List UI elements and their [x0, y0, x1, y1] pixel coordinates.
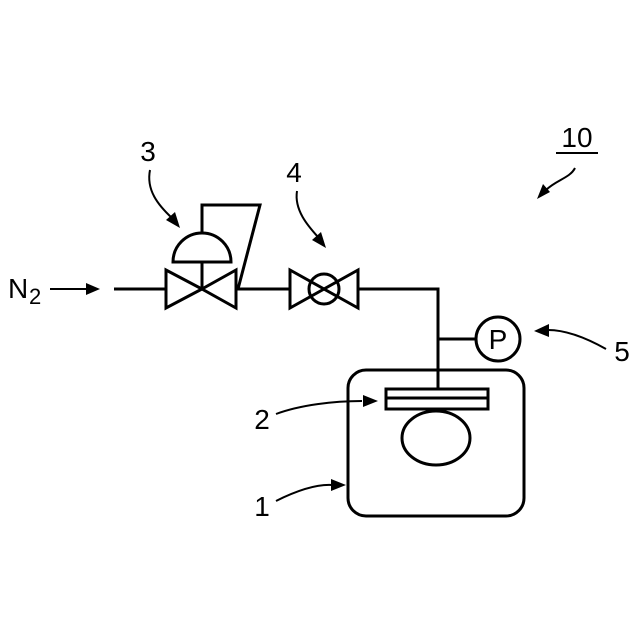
gas-label: N — [8, 273, 28, 304]
gauge-leader — [548, 330, 606, 349]
chamber-arrowhead — [331, 479, 346, 491]
gauge-number: 5 — [614, 336, 630, 367]
label-chamber: 1 — [254, 479, 346, 522]
regulator-sensing-line — [202, 205, 260, 289]
holder-arrowhead — [363, 395, 378, 407]
label-assembly: 10 — [537, 122, 598, 199]
chamber-wall — [348, 370, 524, 516]
chamber — [348, 370, 524, 516]
label-valve: 4 — [286, 157, 326, 248]
shutoff-valve — [290, 270, 358, 308]
assembly-leader — [546, 168, 575, 190]
regulator-body-left — [166, 270, 202, 308]
assembly-arrowhead — [537, 184, 550, 199]
pressure-regulator — [166, 205, 260, 308]
chamber-leader — [276, 485, 332, 501]
regulator-diaphragm — [173, 233, 231, 262]
regulator-leader — [149, 170, 172, 218]
valve-arrowhead — [312, 232, 326, 248]
label-holder: 2 — [254, 395, 378, 435]
gas-subscript: 2 — [29, 284, 41, 309]
inlet-arrow — [50, 283, 100, 295]
valve-number: 4 — [286, 157, 302, 188]
label-regulator: 3 — [140, 136, 180, 228]
gas-base: N — [8, 273, 28, 304]
assembly-number: 10 — [561, 122, 592, 153]
regulator-number: 3 — [140, 136, 156, 167]
holder-number: 2 — [254, 404, 270, 435]
sample — [402, 411, 470, 465]
gauge-arrowhead — [534, 324, 549, 337]
label-gauge: 5 — [534, 324, 630, 367]
pressure-gauge: P — [476, 317, 520, 361]
gauge-symbol: P — [489, 324, 508, 355]
regulator-body-right — [202, 270, 236, 308]
chamber-number: 1 — [254, 491, 270, 522]
valve-leader — [297, 191, 318, 237]
